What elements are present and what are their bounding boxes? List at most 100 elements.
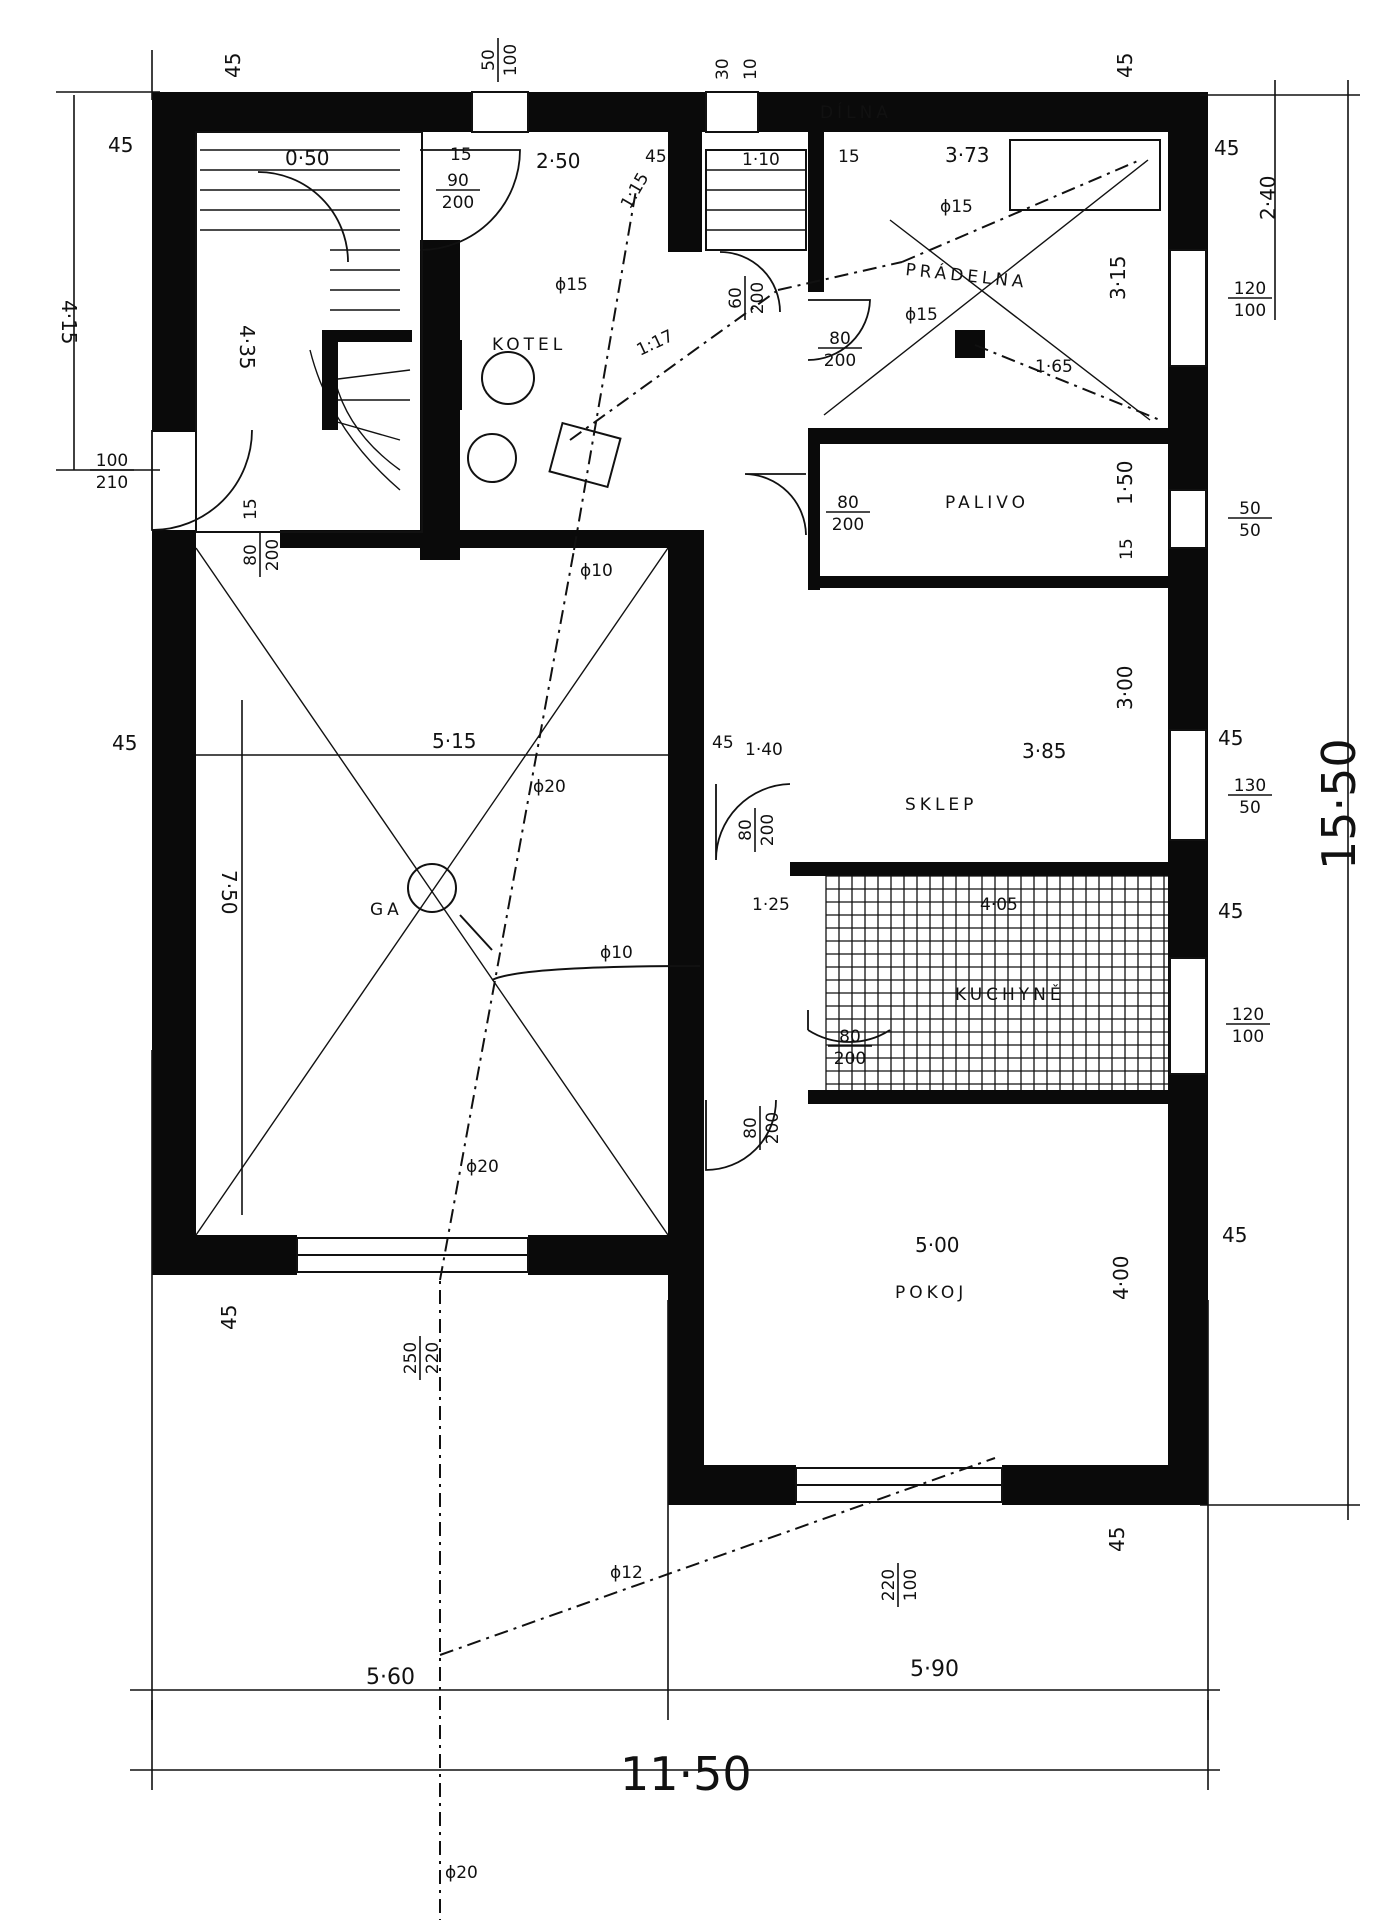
- door-stair-inner: [257, 171, 349, 263]
- win-pradelna-width: 120: [1234, 279, 1266, 299]
- dim-45-left-bottom: 45: [217, 1305, 241, 1330]
- staircase: [195, 131, 807, 533]
- door-kuchyne-width: 80: [839, 1027, 861, 1047]
- wall-pradelna-bottom: [808, 428, 1170, 444]
- pipe-12: ϕ12: [610, 1563, 643, 1583]
- room-pradelna: PRÁDELNA: [904, 258, 1028, 293]
- win-top-height: 100: [501, 44, 521, 76]
- door-kuchyne-height: 200: [834, 1049, 866, 1069]
- door-palivo: [744, 473, 807, 536]
- dim-405: 4·05: [980, 895, 1018, 915]
- wall-kitchen-bottom: [808, 1090, 1170, 1104]
- gar-door-height: 220: [423, 1342, 443, 1374]
- dim-45-tl2: 45: [221, 53, 245, 78]
- door-palivo-height: 200: [832, 515, 864, 535]
- win-sklep-width: 130: [1234, 776, 1266, 796]
- room-dilna: DÍLNA: [820, 101, 892, 123]
- door-sklep-width: 80: [736, 819, 756, 841]
- dim-45-mid: 45: [645, 147, 667, 167]
- wall-garage-bottom-right: [528, 1235, 704, 1275]
- pipe-15-b: ϕ15: [940, 197, 973, 217]
- win-top-width: 50: [479, 49, 499, 71]
- dim-15-c: 15: [1117, 538, 1137, 560]
- dimension-labels: 45 45 45 45 45 45 45 45 45 45 45 45 15 1…: [57, 53, 1280, 1552]
- door-sklep-height: 200: [758, 814, 778, 846]
- overall-depth: 15·50: [1312, 738, 1366, 870]
- door-pokoj: [705, 1099, 777, 1171]
- door-pradelna: [807, 299, 871, 361]
- win-kuchyne-height: 100: [1232, 1027, 1264, 1047]
- room-garaz: GA: [370, 900, 403, 920]
- doors: [151, 149, 891, 1171]
- room-labels: KOTEL PRÁDELNA PALIVO SKLEP GA KUCHYNĚ P…: [370, 101, 1065, 1303]
- pipe-20-a: ϕ20: [533, 777, 566, 797]
- door-stair-height: 200: [442, 193, 474, 213]
- dim-500: 5·00: [915, 1233, 960, 1257]
- pipe-10-b: ϕ10: [600, 943, 633, 963]
- overall-width: 11·50: [620, 1747, 752, 1801]
- door-pokoj-height: 200: [763, 1112, 783, 1144]
- pipes: [439, 159, 1161, 1920]
- door-garage-height: 200: [263, 539, 283, 571]
- dim-435: 4·35: [235, 325, 259, 370]
- boiler-circle-1: [481, 351, 535, 405]
- slope-b: 1:15: [617, 169, 653, 212]
- dim-45-mid2: 45: [712, 733, 734, 753]
- wall-garage-bottom-left: [152, 1235, 297, 1275]
- wall-left-upper: [152, 92, 196, 432]
- dim-140: 1·40: [745, 740, 783, 760]
- door-stair: [419, 149, 521, 251]
- room-kuchyne: KUCHYNĚ: [955, 983, 1065, 1005]
- dim-45-tl: 45: [108, 133, 133, 157]
- pipe-20-c: ϕ20: [445, 1863, 478, 1883]
- dim-right-bottom: 5·90: [910, 1657, 959, 1682]
- door-kotel-height: 200: [748, 282, 768, 314]
- window-pradelna: [1169, 249, 1207, 367]
- dim-400: 4·00: [1109, 1255, 1133, 1300]
- room-kotel: KOTEL: [492, 335, 566, 355]
- pradelna-drain: [955, 330, 985, 358]
- boiler-room: [440, 350, 622, 489]
- door-kotel-width: 60: [726, 287, 746, 309]
- boiler-circle-2: [467, 433, 517, 483]
- dim-15-b: 15: [838, 147, 860, 167]
- dim-515: 5·15: [432, 729, 477, 753]
- windows: [296, 91, 1207, 1503]
- dim-30: 30: [713, 58, 733, 80]
- door-kotel: [719, 251, 781, 313]
- gar-door-width: 250: [401, 1342, 421, 1374]
- door-sklep: [715, 783, 791, 861]
- door-entry: [151, 429, 253, 531]
- dim-750: 7·50: [217, 870, 241, 915]
- wall-rooms-left: [808, 430, 820, 590]
- dim-050: 0·50: [285, 146, 330, 170]
- slope-a: 1:17: [634, 326, 677, 360]
- dim-45-left-garage: 45: [112, 731, 137, 755]
- dim-15-d: 15: [241, 498, 261, 520]
- wall-bottom-right: [1002, 1465, 1208, 1505]
- win-pradelna-height: 100: [1234, 301, 1266, 321]
- win-kuchyne-width: 120: [1232, 1005, 1264, 1025]
- door-entry-height: 210: [96, 473, 128, 493]
- door-stair-width: 90: [447, 171, 469, 191]
- wall-top-left: [152, 92, 472, 132]
- dim-125: 1·25: [752, 895, 790, 915]
- door-pradelna-height: 200: [824, 351, 856, 371]
- garage-diagonals: [195, 547, 669, 1236]
- dim-240: 2·40: [1256, 175, 1280, 220]
- dim-315: 3·15: [1106, 255, 1130, 300]
- wall-bottom-left: [668, 1465, 796, 1505]
- pipe-15-c: ϕ15: [905, 305, 938, 325]
- pipe-labels: ϕ15 ϕ15 ϕ15 ϕ10 ϕ10 ϕ20 ϕ20 ϕ20 ϕ12: [445, 197, 973, 1883]
- door-pradelna-width: 80: [829, 329, 851, 349]
